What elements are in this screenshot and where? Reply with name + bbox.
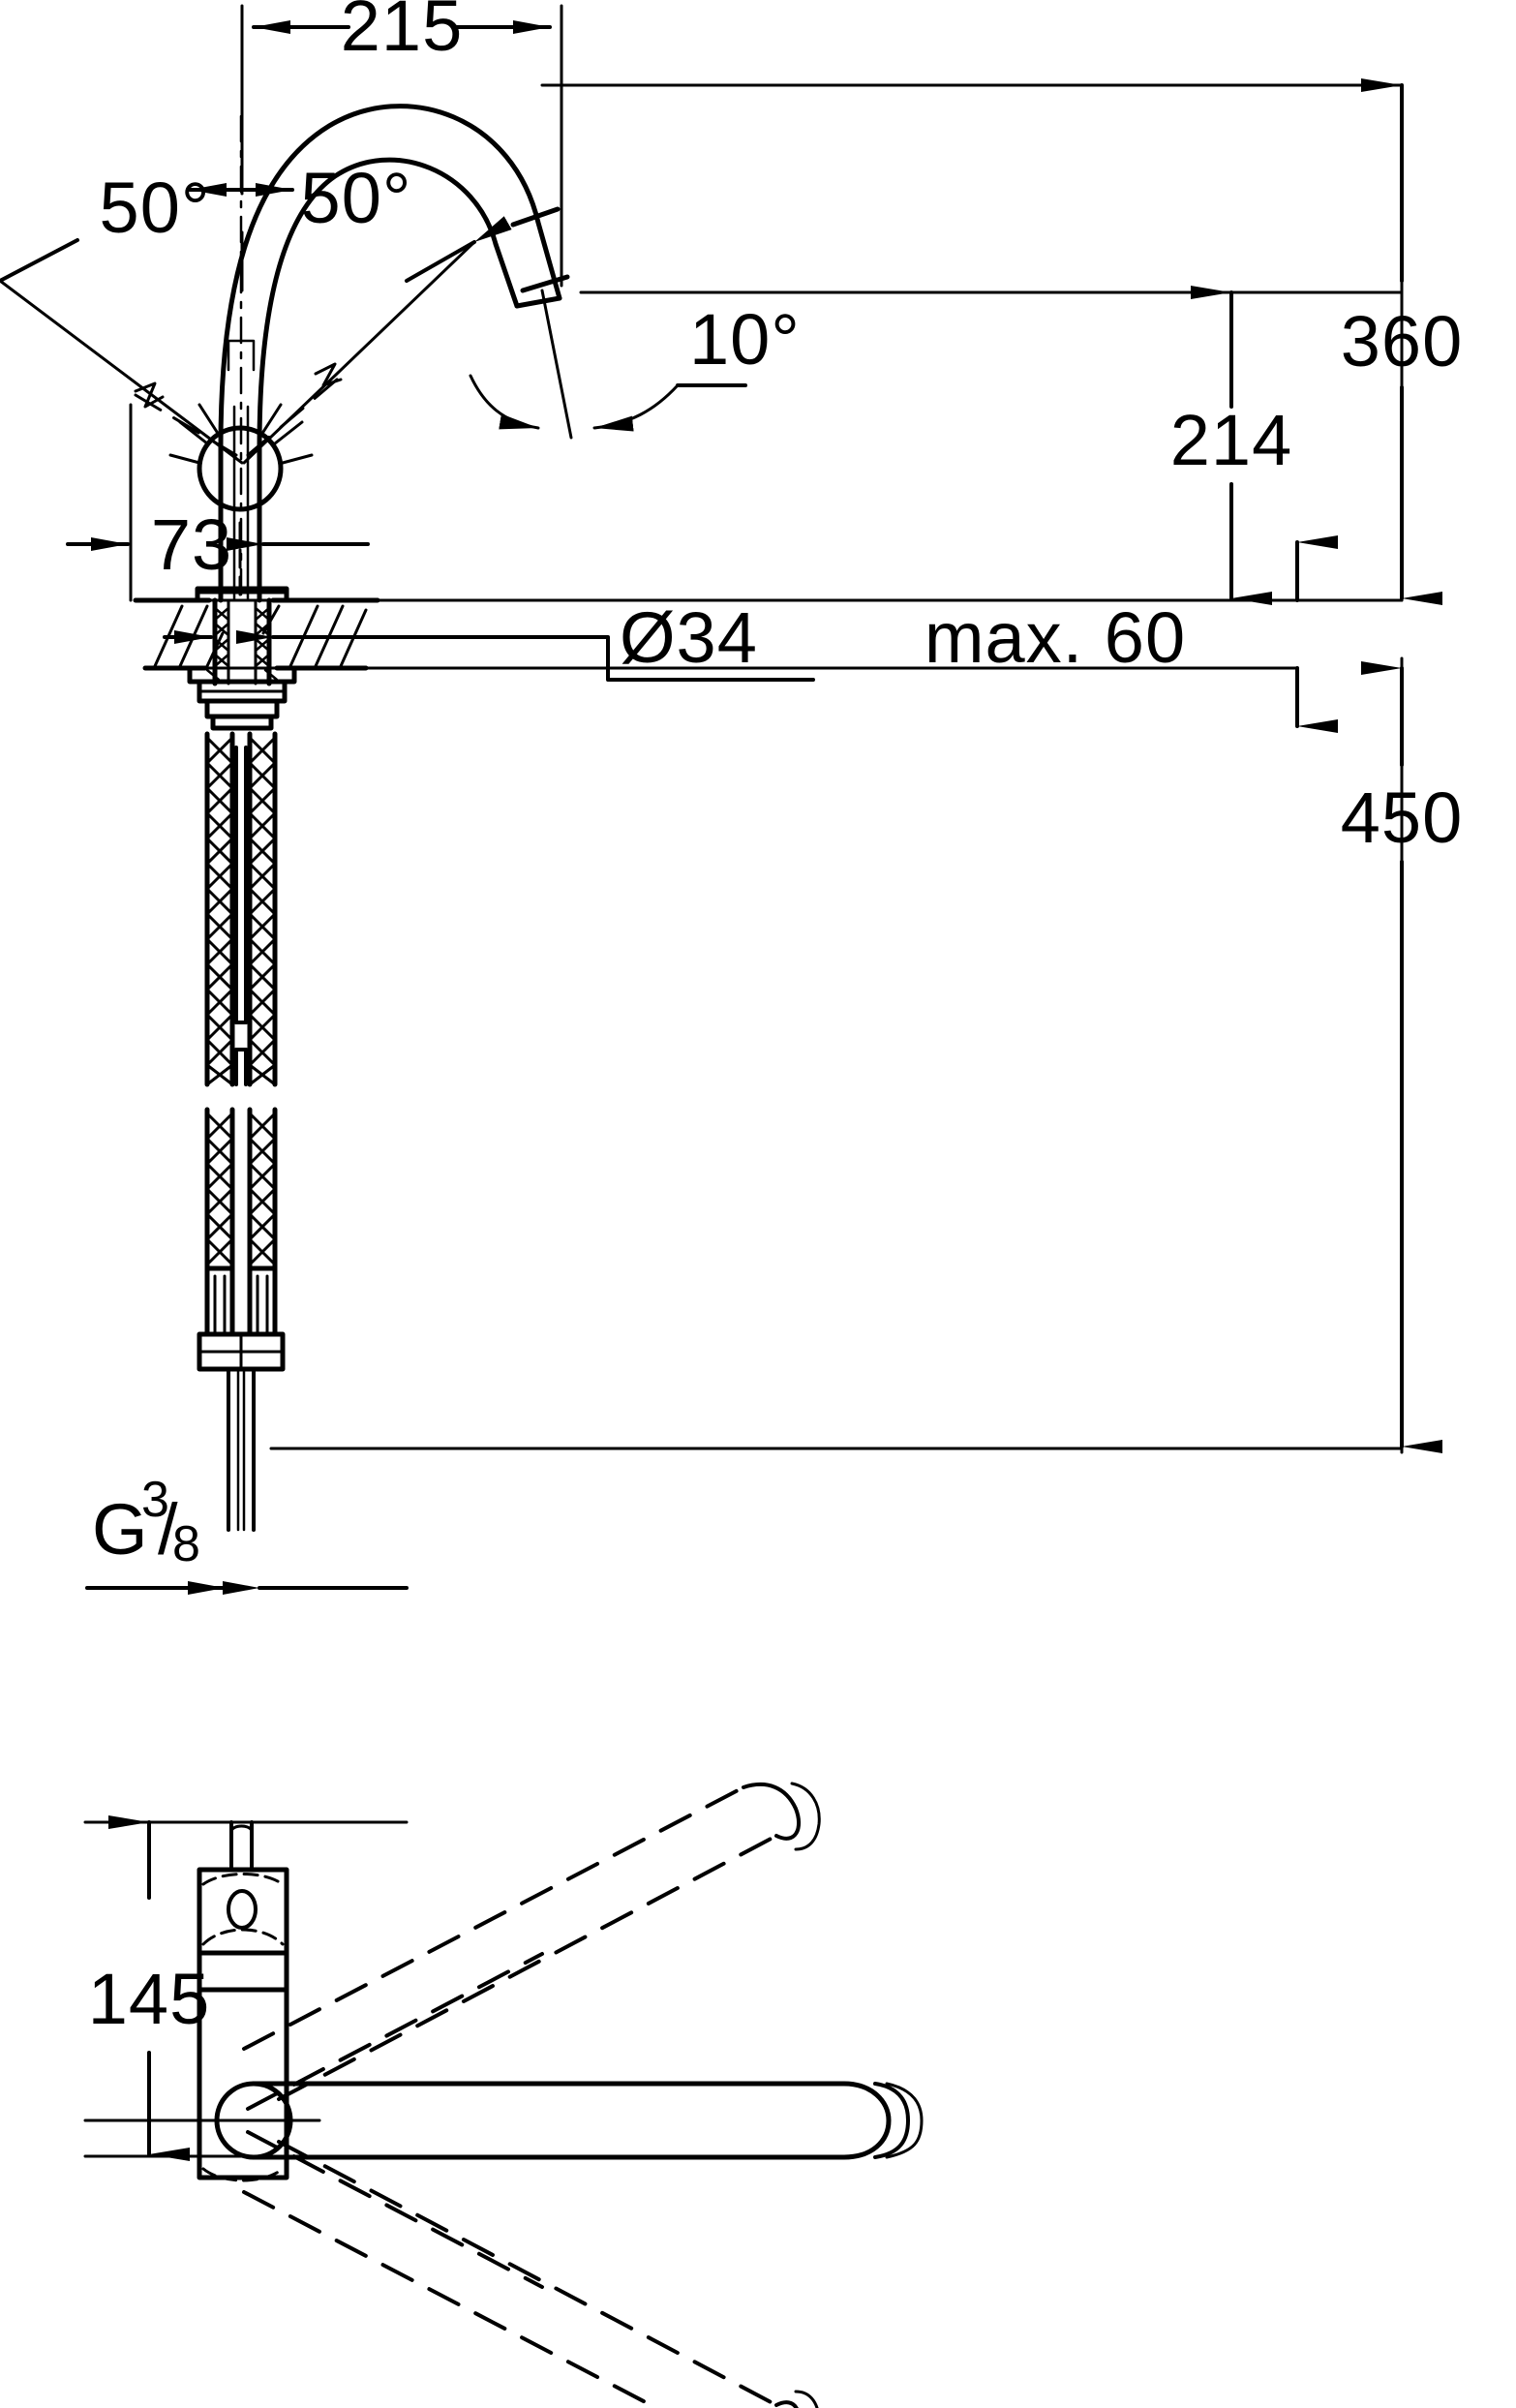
spout-inner-contour: [257, 157, 520, 603]
plan-top-ellipse: [201, 1873, 285, 1886]
plan-lever-hole: [227, 1889, 258, 1930]
dim-label-outlet-angle: 10°: [689, 299, 801, 380]
plan-body-rect: [197, 1867, 289, 2180]
shank-thread-ticks: [213, 606, 271, 668]
plan-bottom-ellipse: [201, 2167, 285, 2182]
spout-outer-contour: [218, 104, 562, 603]
hose-connector-nuts: [197, 1331, 286, 1372]
thread-label-g: G: [92, 1489, 149, 1570]
angle-right-dashed: [246, 378, 339, 457]
dim-label-spout-reach: 215: [341, 0, 463, 66]
outlet-angle-arc-left: [469, 374, 540, 430]
spout-outlet-face: [514, 295, 562, 309]
spout-sleeve-bottom-line: [520, 274, 570, 293]
plan-swivel-up-aerator: [790, 1782, 821, 1851]
gasket-ring: [210, 714, 274, 731]
dim-label-plan-height: 145: [88, 1959, 210, 2039]
plan-body-curves: [201, 1873, 285, 2182]
plan-swivel-up-cap: [742, 1783, 802, 1841]
plan-mid-ellipse: [201, 1928, 285, 1946]
plan-swivel-down-axis: [246, 2130, 544, 2289]
outlet-angle-arc-right: [592, 383, 680, 432]
faucet-spout-outline: [218, 104, 570, 603]
plan-view: 145: [83, 1782, 924, 2408]
dim-label-max-deck: max. 60: [925, 597, 1186, 678]
outlet-stream-line: [540, 289, 573, 440]
plan-lever-stub: [229, 1820, 254, 1871]
dim-label-hose-length: 450: [1341, 777, 1463, 858]
plan-spout-aerator-2: [885, 2082, 924, 2159]
nut-detail-ticks: [205, 668, 279, 682]
dim-label-hole-diameter: Ø34: [620, 597, 758, 678]
braid-right: [248, 736, 277, 1266]
plan-spout-swivel-up: [242, 1785, 778, 2111]
thread-label-numerator: 3: [141, 1472, 169, 1528]
lock-ring: [204, 698, 280, 719]
plan-swivel-down-cap: [774, 2400, 799, 2408]
angle-right-arrow: [405, 216, 512, 283]
plan-swivel-up-edge-b: [242, 1785, 745, 2051]
plan-swivel-down-edge-b: [242, 2190, 661, 2408]
washer-plate: [187, 665, 297, 685]
pivot-radial-ticks: [168, 403, 314, 465]
angle-left-break: [134, 381, 165, 409]
lever-pivot-joint: [197, 425, 284, 512]
column-detail-bracket: [227, 339, 256, 372]
braid-left: [205, 736, 234, 1266]
flange-escutcheon: [195, 586, 289, 603]
hose-tail-pipes: [227, 1367, 256, 1532]
hose-ferrules: [204, 1265, 278, 1335]
worktop-section: [133, 597, 380, 671]
plan-swivel-down-aerator: [794, 2390, 819, 2408]
plan-swivel-down-edge-a: [277, 2140, 778, 2407]
spout-sleeve-top-line: [510, 206, 561, 228]
thread-label-denominator: 8: [172, 1516, 200, 1572]
dim-label-swivel-right: 50°: [301, 158, 412, 238]
plan-spout-swivel-up-end: [742, 1782, 821, 1851]
dim-label-swivel-left: 50°: [100, 168, 211, 248]
plan-spout-swivel-down: [242, 2130, 778, 2408]
plan-swivel-up-edge-a: [277, 1834, 778, 2101]
dim-label-outlet-height: 214: [1170, 400, 1292, 480]
plan-spout-aerator-1: [873, 2082, 910, 2159]
elevation-view: 215 50°: [0, 0, 1463, 1595]
pivot-ball: [197, 425, 284, 512]
angle-left-arrow: [0, 238, 79, 283]
fixing-nut-assembly: [187, 665, 297, 731]
flange-body: [195, 586, 289, 603]
plan-spout-outline: [251, 2081, 892, 2160]
dim-label-total-height: 360: [1341, 301, 1463, 381]
plan-swivel-up-axis: [246, 1952, 544, 2111]
hose-braid-pattern: [205, 736, 277, 1266]
thread-fraction-slash: /: [158, 1489, 179, 1570]
angle-indicator-outlet: [469, 289, 747, 440]
plan-spout-swivel-down-end: [774, 2390, 819, 2408]
plan-body: [197, 1867, 289, 2180]
angle-left-leader: [0, 279, 244, 465]
connector-nut-body: [197, 1331, 286, 1372]
dim-label-lever-offset: 73: [151, 504, 232, 585]
angle-indicator-right: [242, 216, 512, 465]
column-bore-lines: [232, 405, 250, 600]
dimension-hole-diameter: [163, 630, 815, 682]
dia-leader: [366, 635, 815, 682]
